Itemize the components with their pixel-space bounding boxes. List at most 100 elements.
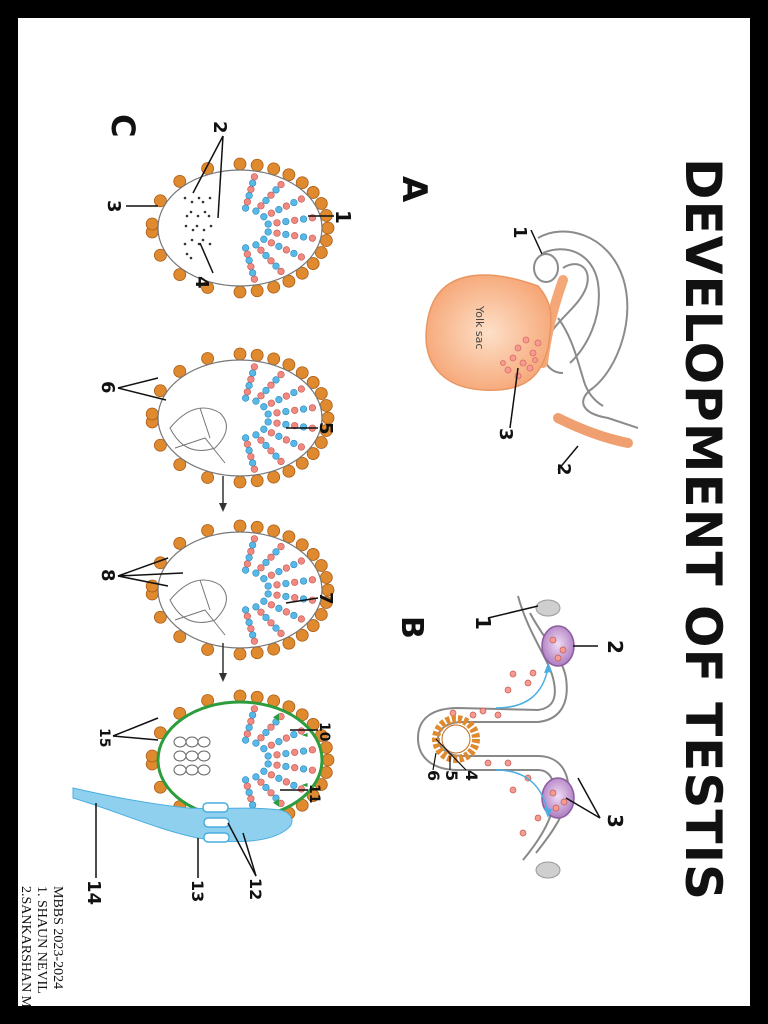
gonad-body-s1 [157, 169, 323, 287]
testis-cord-bead-s3 [247, 625, 255, 633]
label-c8: 8 [97, 569, 118, 582]
cortex-bead-s2 [295, 366, 309, 380]
scattered-cells-s1 [183, 196, 187, 200]
testis-cord-bead-s2 [241, 394, 250, 402]
testis-cord-bead-s2 [290, 439, 298, 448]
testis-cord-bead-s4 [257, 778, 265, 786]
testis-cord-bead-s1 [252, 207, 260, 215]
yolk-sac [425, 274, 552, 391]
testis-cord-bead-s2 [282, 407, 290, 416]
scattered-cells-s1 [208, 196, 212, 200]
testis-cord-bead-s3 [241, 606, 250, 614]
rete-cells-s4 [185, 764, 199, 776]
testis-cord-bead-s2 [264, 418, 272, 426]
cortex-bead-s2 [250, 348, 264, 362]
cortex-bead-s2 [145, 407, 159, 421]
cortex-bead-s3 [173, 536, 187, 550]
testis-cord-bead-s1 [272, 186, 280, 194]
testis-cord-bead-s2 [291, 406, 299, 414]
cortex-bead-s4 [145, 749, 159, 763]
testis-cord-bead-s1 [252, 241, 260, 249]
gonadal-ridge-right [541, 777, 575, 819]
medullary-lines-s3 [174, 579, 226, 636]
scattered-cells-s1 [183, 242, 187, 246]
testis-cord-bead-s1 [257, 202, 265, 210]
testis-cord-bead-s3 [245, 553, 253, 562]
testis-cord-bead-s3 [277, 629, 285, 638]
scattered-cells-s1 [197, 196, 201, 200]
cortex-bead-s2 [153, 384, 167, 398]
allantois [557, 317, 604, 407]
scattered-cells-s1 [185, 214, 189, 218]
testis-cord-bead-s2 [275, 396, 283, 404]
testis-cord-bead-s3 [273, 591, 281, 599]
panel-c-labels: 1 2 3 4 5 6 7 8 10 11 12 13 14 15 [83, 121, 355, 905]
testis-cord-bead-s2 [247, 453, 255, 461]
efferent-tubules [202, 802, 230, 843]
testis-cord-bead-s4 [275, 738, 283, 746]
mesonephros-right [535, 861, 561, 879]
cortex-bead-s1 [233, 157, 247, 171]
cortex-bead-s1 [295, 266, 309, 280]
testis-cord-bead-s3 [247, 547, 255, 555]
testis-cord-bead-s4 [243, 730, 251, 738]
cortex-bead-s3 [314, 559, 328, 572]
panel-c-testis-stages [145, 157, 335, 831]
testis-cord-bead-s4 [291, 748, 299, 756]
testis-cord-bead-s4 [308, 746, 316, 754]
testis-cord-bead-s1 [267, 209, 275, 217]
panel-label-a: A [394, 176, 434, 203]
testis-cord-bead-s2 [299, 423, 308, 431]
rete-cells-s4 [197, 764, 211, 776]
label-c1: 1 [331, 210, 355, 224]
testis-cord-bead-s1 [282, 246, 290, 254]
label-b3: 3 [603, 814, 627, 828]
testis-cord-bead-s4 [245, 723, 253, 732]
cortex-bead-s1 [306, 186, 320, 199]
testis-cord-bead-s2 [282, 392, 290, 400]
rete-cells-s4 [197, 736, 211, 748]
testis-cord-bead-s3 [267, 619, 275, 627]
label-a1: 1 [509, 226, 530, 239]
testis-cord-bead-s3 [257, 564, 265, 572]
testis-cord-bead-s1 [297, 195, 305, 203]
testis-cord-bead-s1 [299, 215, 308, 223]
testis-cord-bead-s4 [273, 751, 281, 759]
testis-cord-bead-s1 [308, 234, 316, 242]
testis-cord-bead-s4 [297, 785, 305, 793]
testis-cord-bead-s2 [267, 381, 275, 389]
testis-cord-bead-s2 [264, 410, 272, 418]
testis-cord-bead-s1 [277, 180, 285, 189]
label-a1-line [530, 229, 543, 255]
testis-cord-bead-s3 [282, 592, 290, 601]
cortex-bead-s3 [295, 628, 309, 642]
testis-cord-bead-s3 [272, 624, 280, 632]
testis-cord-bead-s4 [252, 739, 260, 747]
testis-cord-bead-s2 [257, 392, 265, 400]
testis-cord-bead-s1 [264, 228, 272, 236]
testis-cord-bead-s3 [290, 560, 298, 569]
cortex-bead-s1 [250, 158, 264, 172]
cortex-bead-s1 [153, 194, 167, 208]
testis-cord-bead-s2 [252, 431, 260, 439]
testis-cord-bead-s4 [282, 778, 290, 786]
label-c4: 4 [191, 276, 212, 289]
testis-cord-bead-s3 [291, 594, 299, 602]
testis-cord-bead-s4 [308, 766, 316, 774]
testis-cord-bead-s1 [290, 198, 298, 207]
label-a2-line [557, 445, 579, 471]
credit-line-1: MBBS 2023-2024 [50, 886, 65, 989]
label-a3: 3 [495, 428, 516, 441]
cortex-bead-s2 [233, 475, 247, 489]
testis-cord-bead-s1 [299, 233, 308, 241]
cortex-bead-s3 [233, 647, 247, 661]
panel-label-b: B [394, 616, 429, 639]
label-c10: 10 [316, 722, 332, 742]
label-b6-line [432, 752, 437, 771]
testis-cord-bead-s3 [260, 597, 268, 605]
testis-cord-bead-s1 [291, 232, 299, 240]
cortex-bead-s4 [321, 753, 335, 767]
testis-cord-bead-s1 [243, 198, 251, 206]
testis-cord-bead-s3 [264, 582, 272, 590]
label-c7-line [285, 597, 319, 604]
